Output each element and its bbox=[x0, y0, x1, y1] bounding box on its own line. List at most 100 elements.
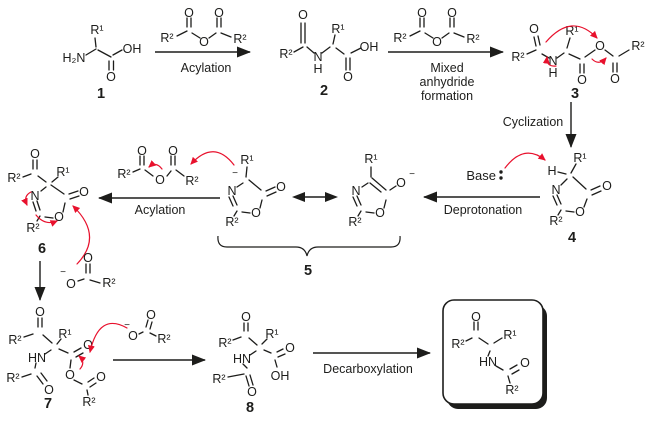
h-label: H bbox=[547, 164, 556, 178]
n-label: N bbox=[548, 54, 557, 68]
minus-charge: − bbox=[232, 168, 238, 179]
h-label: H bbox=[313, 62, 322, 76]
o-label: O bbox=[137, 144, 147, 158]
lone-pair-dot bbox=[499, 170, 503, 174]
o-label: O bbox=[417, 6, 427, 20]
curved-arrow bbox=[545, 25, 598, 43]
oh-label: OH bbox=[271, 369, 290, 383]
o-label: O bbox=[241, 310, 251, 324]
r2-label: R² bbox=[279, 47, 292, 61]
r1-label: R¹ bbox=[573, 151, 586, 165]
brace bbox=[217, 235, 401, 257]
step-label-line3: formation bbox=[421, 89, 473, 103]
hn-label: HN bbox=[28, 351, 46, 365]
bonds bbox=[21, 317, 97, 396]
h-label: H bbox=[548, 66, 557, 80]
o-label: O bbox=[44, 383, 54, 397]
o-bridge-label: O bbox=[595, 39, 605, 53]
o-label: O bbox=[298, 8, 308, 22]
step-label-line2: anhydride bbox=[420, 75, 475, 89]
oh-label: OH bbox=[123, 42, 142, 56]
product-box bbox=[442, 299, 544, 405]
r1-label: R¹ bbox=[503, 328, 516, 342]
o-bridge-label: O bbox=[199, 35, 209, 49]
compound-8-keto-acid: O R² R¹ HN R² O O OH 8 bbox=[212, 310, 295, 416]
n-label: N bbox=[351, 184, 360, 198]
o-label: O bbox=[106, 70, 116, 84]
r2-label: R² bbox=[157, 332, 170, 346]
r1-label: R¹ bbox=[565, 24, 578, 38]
r1-label: R¹ bbox=[364, 152, 377, 166]
r1-label: R¹ bbox=[58, 327, 71, 341]
carboxylate-anion-b: − O O R² bbox=[88, 308, 171, 353]
o-label: O bbox=[602, 179, 612, 193]
r2-label: R² bbox=[6, 371, 19, 385]
bonds bbox=[85, 37, 123, 71]
hn-label: HN bbox=[479, 355, 497, 369]
r2-label: R² bbox=[631, 39, 644, 53]
bonds bbox=[228, 166, 277, 217]
curved-arrow bbox=[88, 322, 128, 353]
r2-label: R² bbox=[26, 221, 39, 235]
r2-label: R² bbox=[505, 383, 518, 397]
o-label: O bbox=[285, 341, 295, 355]
base-label: Base bbox=[466, 168, 496, 183]
o-label: O bbox=[520, 356, 530, 370]
o-label: O bbox=[83, 251, 93, 265]
compound-number: 5 bbox=[304, 263, 312, 279]
r2-label: R² bbox=[451, 337, 464, 351]
o-label: O bbox=[276, 180, 286, 194]
n-label: N bbox=[227, 184, 236, 198]
o-label: O bbox=[96, 370, 106, 384]
compound-number: 4 bbox=[568, 230, 576, 246]
compound-number: 3 bbox=[571, 86, 579, 102]
bonds bbox=[465, 321, 520, 384]
o-bridge-label: O bbox=[65, 368, 75, 382]
compound-5-carbanion-form: R¹ − N O R² O bbox=[190, 151, 286, 229]
compound-3-mixed-anhydride: R² O N H R¹ O O O R² 3 bbox=[511, 22, 644, 102]
r2-label: R² bbox=[348, 215, 361, 229]
bonds bbox=[176, 17, 232, 39]
r1-label: R¹ bbox=[265, 327, 278, 341]
compound-number: 2 bbox=[320, 83, 328, 99]
resonance-arrowhead-right bbox=[325, 192, 338, 202]
r2-label: R² bbox=[233, 32, 246, 46]
step-arrow-decarboxylation: Decarboxylation bbox=[313, 347, 431, 376]
o-bridge-label: O bbox=[432, 35, 442, 49]
step-label: Cyclization bbox=[503, 115, 563, 129]
o-ring-label: O bbox=[54, 210, 64, 224]
bonds bbox=[409, 17, 465, 39]
o-label: O bbox=[146, 308, 156, 322]
lone-pair-dot bbox=[499, 176, 503, 180]
curved-arrow bbox=[35, 214, 58, 227]
h2n-label: H₂N bbox=[63, 51, 86, 65]
minus-charge: − bbox=[60, 267, 66, 278]
compound-number: 6 bbox=[38, 241, 46, 257]
r1-label: R¹ bbox=[331, 22, 344, 36]
minus-charge: − bbox=[409, 169, 415, 180]
curved-arrow bbox=[78, 355, 87, 370]
bonds bbox=[352, 166, 397, 217]
r2-label: R² bbox=[549, 214, 562, 228]
step-label-line1: Mixed bbox=[430, 61, 463, 75]
step-arrow-cyclization: Cyclization bbox=[503, 102, 577, 148]
r2-label: R² bbox=[466, 32, 479, 46]
n-label: N bbox=[313, 50, 322, 64]
r2-label: R² bbox=[218, 336, 231, 350]
r2-label: R² bbox=[82, 395, 95, 409]
curved-arrow bbox=[190, 151, 235, 166]
minus-charge: − bbox=[124, 320, 130, 331]
oh-label: OH bbox=[360, 40, 379, 54]
curved-arrow bbox=[542, 56, 557, 67]
o-label: O bbox=[577, 73, 587, 87]
r1-label: R¹ bbox=[90, 23, 103, 37]
anhydride-reagent-3: O O O R² R² bbox=[117, 144, 198, 188]
o-label: O bbox=[343, 70, 353, 84]
n-label: N bbox=[551, 183, 560, 197]
curved-arrow bbox=[504, 152, 546, 169]
o-label: O bbox=[529, 22, 539, 36]
o-label: O bbox=[128, 329, 138, 343]
r1-label: R¹ bbox=[240, 153, 253, 167]
base-deprotonation: Base Deprotonation bbox=[423, 152, 546, 217]
